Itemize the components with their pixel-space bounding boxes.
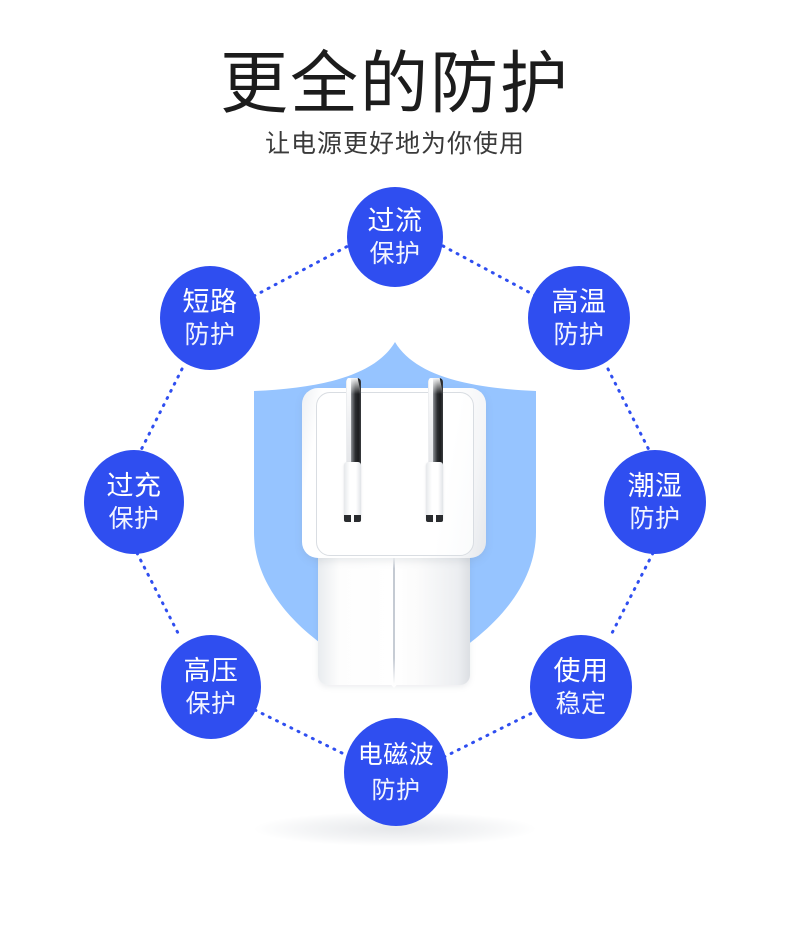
feature-node-line1: 高温: [551, 286, 607, 318]
connector-highvoltage-emwave: [253, 708, 352, 759]
page-subtitle: 让电源更好地为你使用: [264, 129, 525, 158]
connector-emwave-stableuse: [442, 708, 540, 759]
connector-overcharge-highvoltage: [135, 551, 182, 639]
connector-shortcircuit-overcurrent: [252, 244, 350, 298]
feature-node-overcurrent[interactable]: 过流 保护: [347, 187, 443, 287]
feature-node-stable-use[interactable]: 使用 稳定: [530, 635, 632, 739]
feature-node-high-temperature[interactable]: 高温 防护: [528, 266, 630, 370]
feature-node-line1: 高压: [183, 655, 239, 687]
feature-node-line1: 潮湿: [627, 470, 683, 502]
feature-node-line1: 过流: [367, 205, 423, 237]
feature-node-line1: 短路: [182, 286, 238, 318]
feature-node-line2: 保护: [108, 503, 160, 533]
feature-node-line2: 稳定: [555, 688, 607, 718]
charger-prong-left: [344, 378, 361, 522]
page-title: 更全的防护: [219, 45, 570, 124]
feature-node-line2: 防护: [184, 319, 236, 349]
feature-node-line2: 防护: [629, 503, 681, 533]
charger-seam-line: [393, 556, 395, 684]
feature-node-high-voltage[interactable]: 高压 保护: [161, 635, 261, 739]
feature-node-line2: 防护: [371, 775, 421, 804]
feature-node-line2: 保护: [369, 238, 421, 268]
connector-overcurrent-hightemp: [441, 244, 538, 298]
feature-node-line2: 保护: [185, 688, 237, 718]
feature-node-line1: 使用: [553, 655, 609, 687]
feature-node-electromagnetic[interactable]: 电磁波 防护: [344, 718, 448, 826]
feature-node-moisture[interactable]: 潮湿 防护: [604, 450, 706, 554]
connector-hightemp-moisture: [606, 367, 652, 454]
charger-prong-right: [426, 378, 443, 522]
feature-node-line2: 防护: [553, 319, 605, 349]
connector-shortcircuit-overcharge: [138, 367, 184, 454]
feature-node-short-circuit[interactable]: 短路 防护: [160, 266, 260, 370]
feature-node-line1: 电磁波: [357, 739, 435, 769]
feature-node-line1: 过充: [106, 470, 162, 502]
charger-face-inset: [316, 392, 474, 556]
feature-node-overcharge[interactable]: 过充 保护: [84, 450, 184, 554]
connector-moisture-stableuse: [608, 551, 655, 639]
